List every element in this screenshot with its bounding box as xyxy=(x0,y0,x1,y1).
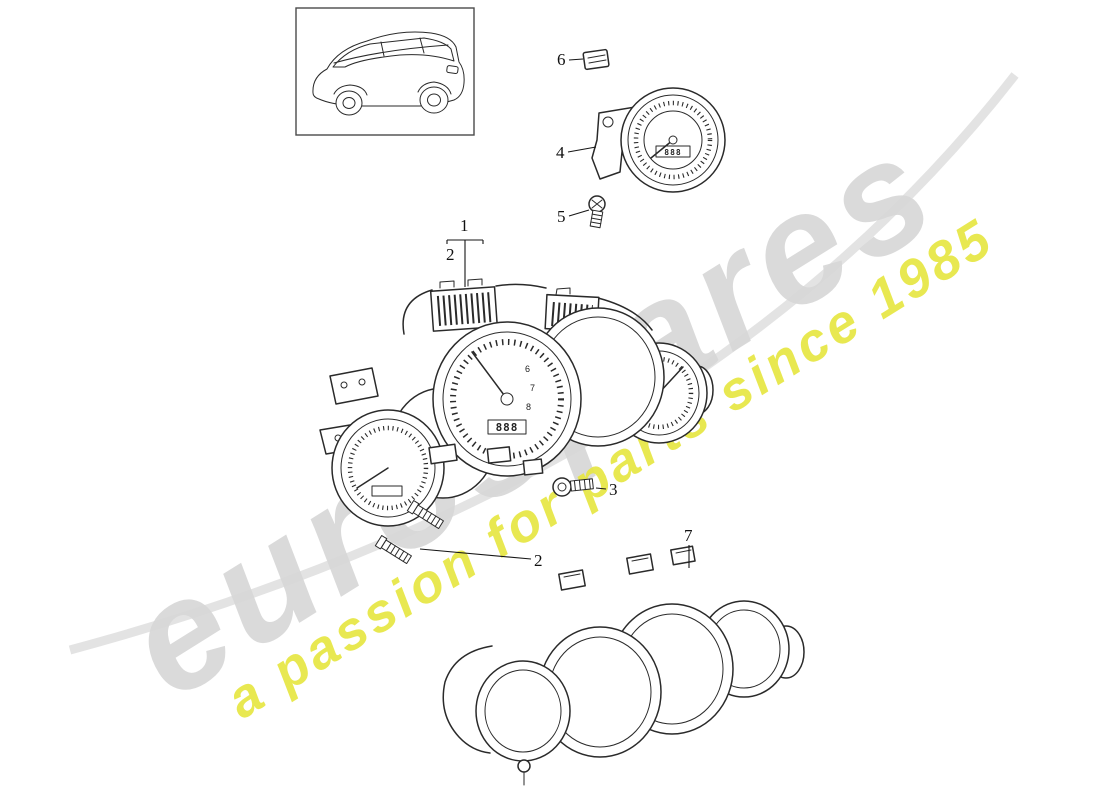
left-gauge xyxy=(331,409,445,527)
dial-digit: 8 xyxy=(526,402,531,412)
instrument-cluster[interactable]: 6 7 8 888 xyxy=(319,278,714,565)
stud-2-lower[interactable] xyxy=(374,535,412,565)
leader-6 xyxy=(568,58,584,61)
callout-2-assembly[interactable]: 2 xyxy=(446,245,455,264)
callout-4[interactable]: 4 xyxy=(556,143,565,162)
callout-1[interactable]: 1 xyxy=(460,216,469,235)
connector-block-left xyxy=(429,278,499,332)
odometer-display: 888 xyxy=(496,421,519,434)
callout-3[interactable]: 3 xyxy=(609,480,618,499)
dial-digit: 7 xyxy=(530,383,535,393)
callouts: 1 2 2 3 4 5 6 7 xyxy=(419,50,693,570)
bezel-ring-left xyxy=(475,660,571,762)
bezel-housing[interactable] xyxy=(442,545,805,786)
dial-digit: 6 xyxy=(525,364,530,374)
leader-4 xyxy=(567,146,597,153)
speedometer-needle xyxy=(471,351,508,400)
retaining-clip[interactable] xyxy=(582,48,610,71)
screw-5[interactable] xyxy=(588,195,606,229)
leader-5 xyxy=(568,209,590,217)
callout-7[interactable]: 7 xyxy=(684,526,693,545)
bezel-clip xyxy=(670,545,696,566)
stud-2-upper[interactable] xyxy=(406,500,444,530)
bezel-clip xyxy=(626,553,654,575)
bezel-left-wing xyxy=(442,645,493,754)
vehicle-illustration xyxy=(312,31,465,116)
callout-5[interactable]: 5 xyxy=(557,207,566,226)
leader-1 xyxy=(446,239,484,287)
callout-2[interactable]: 2 xyxy=(534,551,543,570)
aux-gauge-display: 888 xyxy=(664,148,681,157)
leader-3 xyxy=(595,487,607,490)
aux-gauge-needle xyxy=(650,139,674,159)
bezel-bottom-stud xyxy=(517,759,531,786)
leader-2 xyxy=(419,548,532,560)
screw-3[interactable] xyxy=(552,477,594,497)
bezel-clip xyxy=(558,569,586,591)
speedometer: 6 7 8 888 xyxy=(432,321,582,477)
callout-6[interactable]: 6 xyxy=(557,50,566,69)
aux-gauge-assembly[interactable]: 888 xyxy=(582,48,726,229)
vehicle-thumbnail xyxy=(295,7,475,136)
aux-gauge[interactable]: 888 xyxy=(620,87,726,193)
